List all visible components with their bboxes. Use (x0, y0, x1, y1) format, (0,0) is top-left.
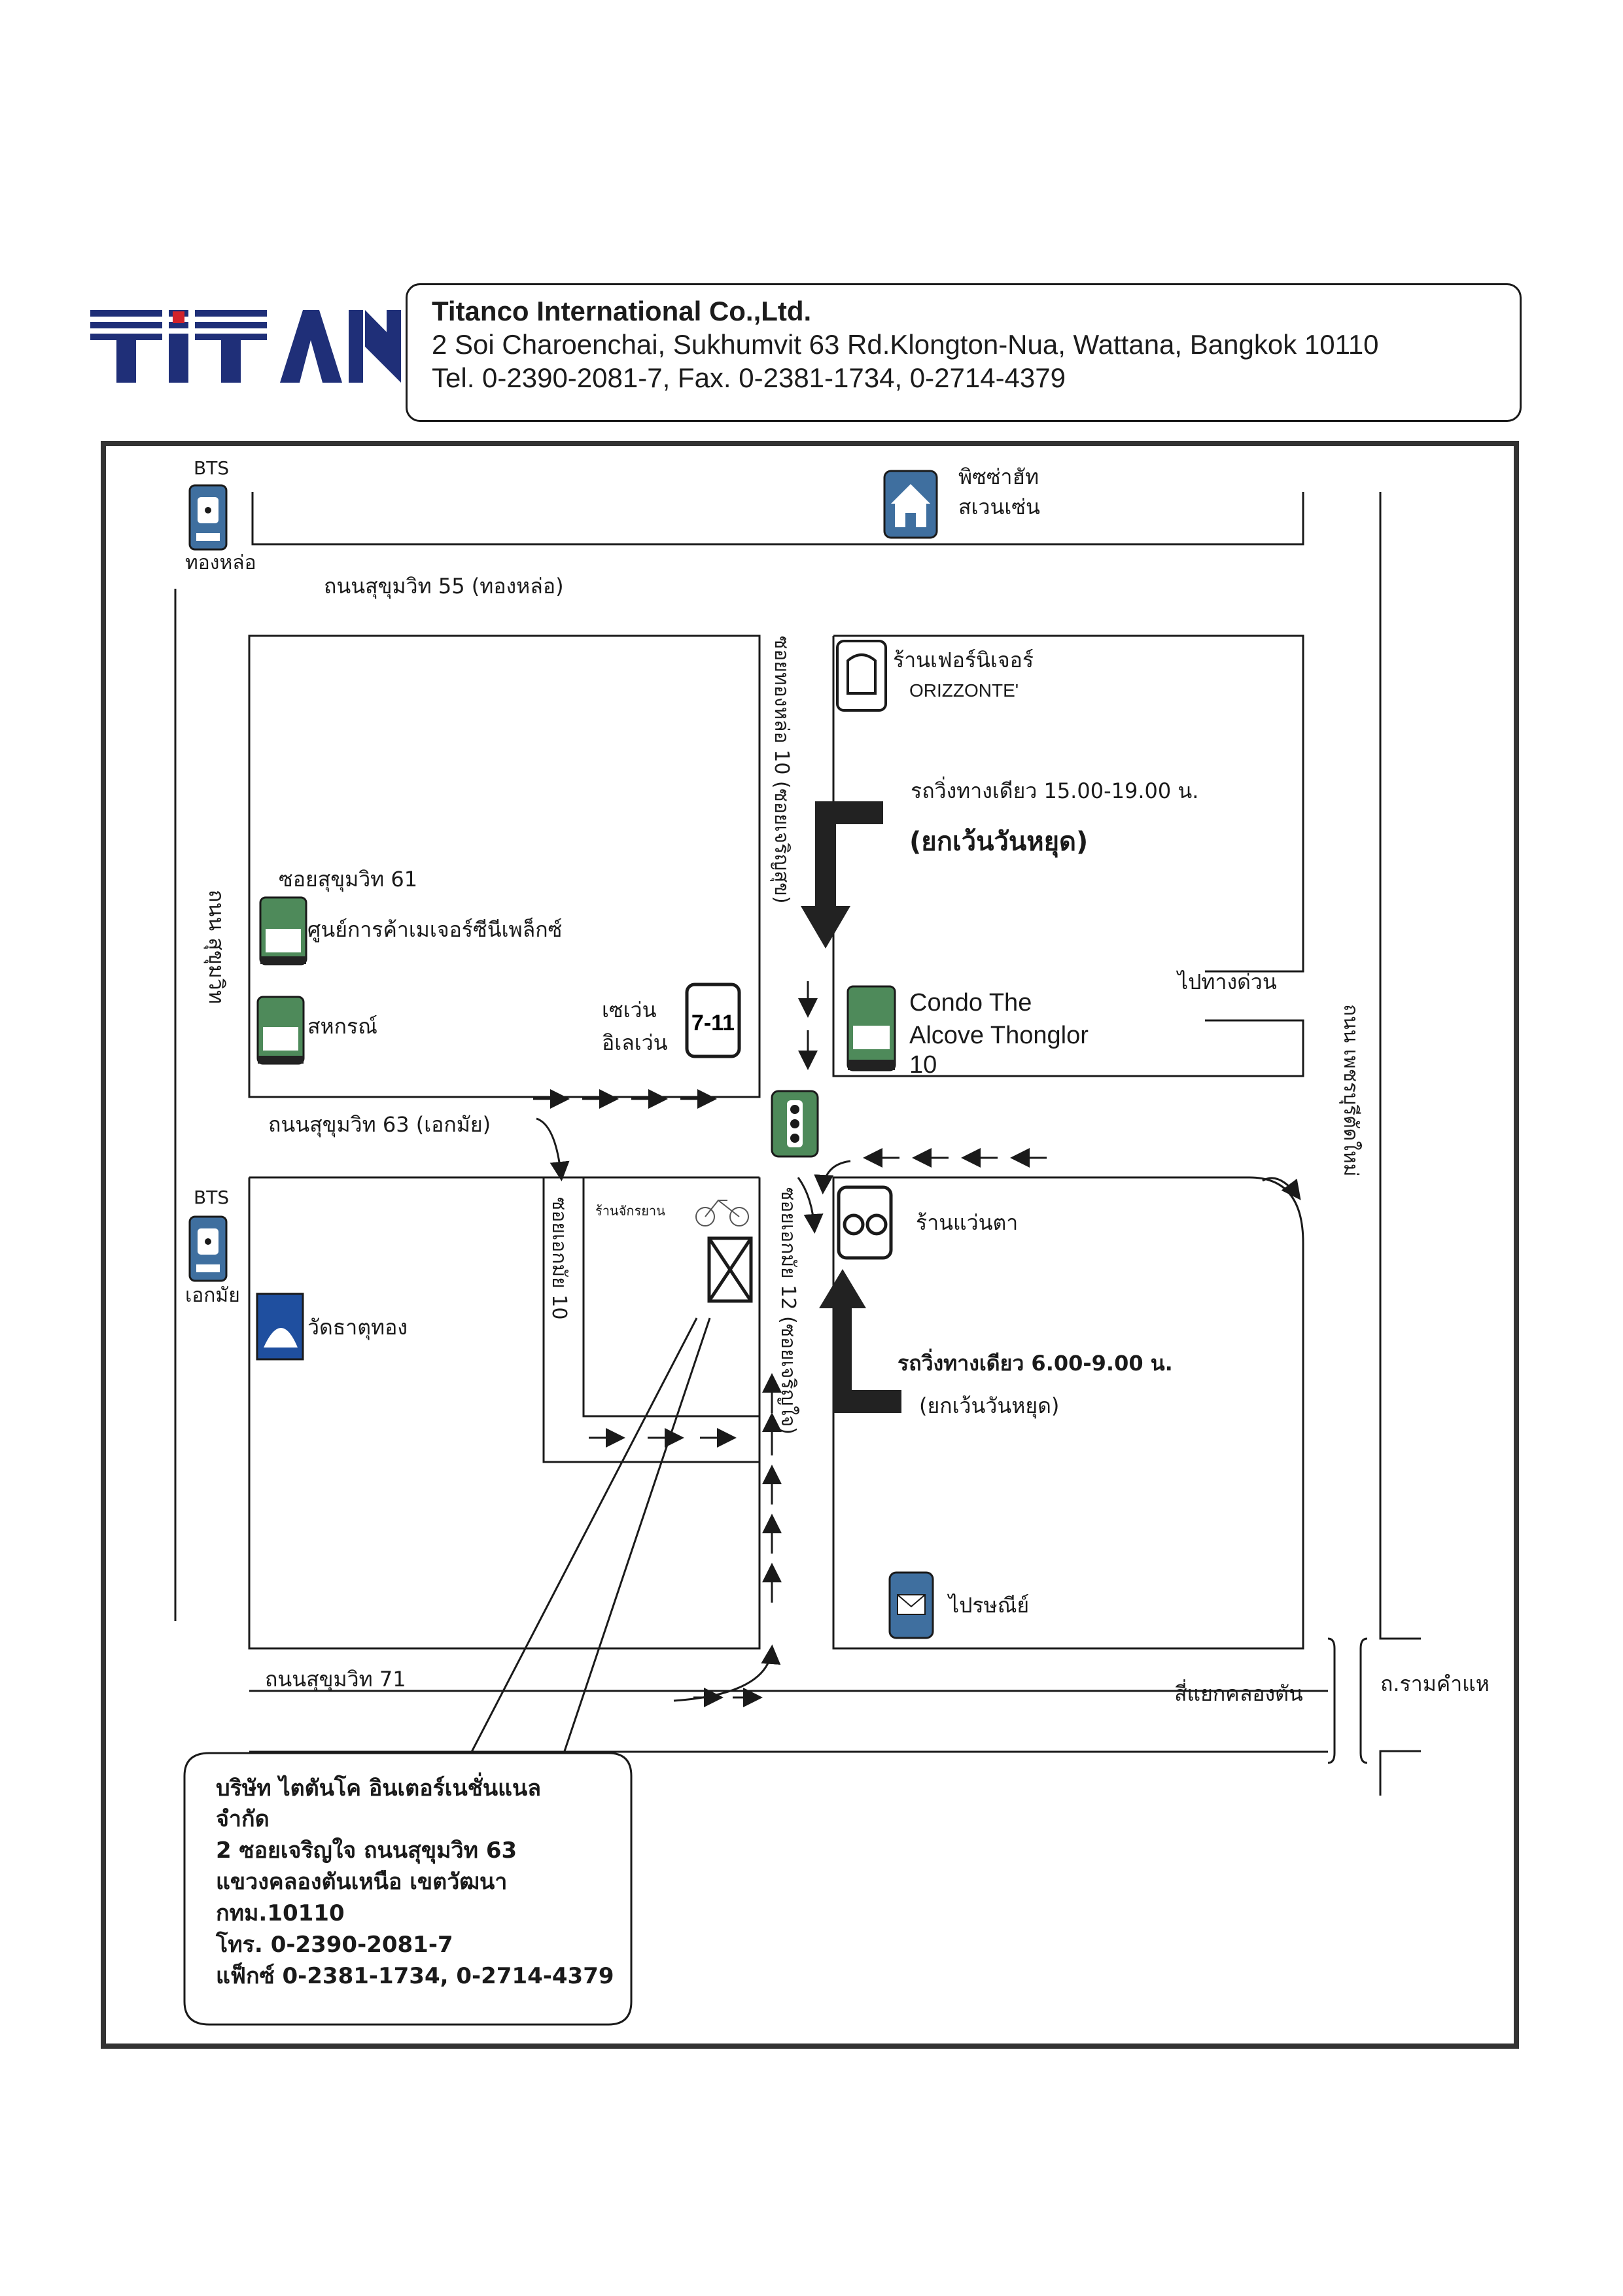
callout-pointer (470, 1317, 711, 1754)
place-label: ร้านเฟอร์นิเจอร์ (893, 648, 1034, 672)
map-label: บริษัท ไตตันโค อินเตอร์เนชั่นแนล (216, 1772, 541, 1801)
company-info-box (406, 283, 1522, 422)
place-label: ORIZZONTE' (909, 680, 1019, 701)
road-label-ekkamai10: ซอยเอกมัย 10 (548, 1197, 570, 1319)
armchair-icon (836, 640, 887, 712)
place-label: วัดธาตุทอง (307, 1315, 408, 1340)
titan-logo (90, 310, 401, 383)
place-label: ร้านแว่นตา (916, 1210, 1018, 1235)
map-label: กทม.10110 (216, 1900, 345, 1926)
road-label-sukhumvit55: ถนนสุขุมวิท 55 (ทองหล่อ) (324, 574, 564, 599)
building-marker-icon (707, 1236, 753, 1303)
bts-label: BTS (194, 457, 229, 479)
company-name: Titanco International Co.,Ltd. (432, 296, 812, 326)
place-label: ร้านจักรยาน (595, 1203, 665, 1219)
bts-station-label: ทองหล่อ (185, 551, 256, 574)
traffic-light-icon (771, 1090, 819, 1158)
place-label: อิเลเว่น (602, 1030, 668, 1055)
road-label-thonglor10: ซอยทองหล่อ 10 (ซอยเจริญสุข) (769, 636, 793, 904)
house-icon (883, 470, 938, 539)
bts-ekkamai-icon (188, 1215, 228, 1282)
place-label: Alcove Thonglor (909, 1022, 1089, 1049)
temple-icon (256, 1293, 304, 1361)
seven-eleven-icon: 7-11 (685, 983, 741, 1058)
one-way-arrow-pm (801, 801, 883, 948)
bicycle-icon (695, 1199, 749, 1226)
callout-box (183, 1752, 633, 2026)
place-label: ศูนย์การค้าเมเจอร์ซีนีเพล็กซ์ (307, 917, 562, 943)
road-label: ถ.รามคำแห (1380, 1671, 1490, 1696)
one-way-arrow-am (819, 1269, 901, 1413)
map-label: 2 ซอยเจริญใจ ถนนสุขุมวิท 63 (216, 1837, 517, 1864)
bts-thonglor-icon (188, 484, 228, 551)
map-label: โทร. 0-2390-2081-7 (215, 1931, 453, 1958)
road-label-sukhumvit63: ถนนสุขุมวิท 63 (เอกมัย) (268, 1112, 491, 1138)
road-label: สี่แยกคลองตัน (1174, 1679, 1303, 1706)
map-label: จำกัด (216, 1806, 270, 1832)
one-way-note: รถวิ่งทางเดียว 15.00-19.00 น. (911, 776, 1198, 803)
map-label: แขวงคลองตันเหนือ เขตวัฒนา (216, 1869, 507, 1895)
glasses-icon (837, 1185, 893, 1260)
place-label: พิซซ่าฮัท (958, 464, 1039, 489)
road-label-soi61: ซอยสุขุมวิท 61 (279, 867, 417, 892)
place-label: Condo The (909, 989, 1032, 1017)
place-label: เซเว่น (602, 998, 657, 1022)
one-way-note: (ยกเว้นวันหยุด) (919, 1393, 1059, 1419)
road-label-sukhumvit71: ถนนสุขุมวิท 71 (265, 1667, 406, 1692)
one-way-note: (ยกเว้นวันหยุด) (909, 827, 1088, 858)
place-label: ไปรษณีย์ (947, 1593, 1029, 1618)
place-label: สเวนเซ่น (958, 495, 1040, 519)
callout-address: บริษัท ไตตันโค อินเตอร์เนชั่นแนล จำกัด 2… (215, 1772, 614, 1989)
bts-label: BTS (194, 1187, 229, 1208)
shop-icon (256, 996, 305, 1065)
road-label: ไปทางด่วน (1176, 969, 1277, 994)
condo-icon (846, 985, 896, 1071)
place-label: 10 (909, 1051, 937, 1079)
road-label-sukhumvit: ถนน สุขุมวิท (203, 890, 229, 1004)
mail-icon (888, 1571, 934, 1639)
one-way-note: รถวิ่งทางเดียว 6.00-9.00 น. (898, 1348, 1173, 1376)
map-label: แฟ็กซ์ 0-2381-1734, 0-2714-4379 (216, 1962, 614, 1989)
place-label: สหกรณ์ (307, 1014, 377, 1039)
company-address: 2 Soi Charoenchai, Sukhumvit 63 Rd.Klong… (432, 329, 1379, 360)
road-label-ekkamai12: ซอยเอกมัย 12 (ซอยเจริญใจ) (777, 1187, 799, 1435)
traffic-flow-arrows (533, 981, 1047, 1707)
road-label-petchaburi: ถนน เพชรบุรีตัดใหม่ (1338, 1004, 1362, 1177)
shop-icon (259, 896, 307, 965)
company-contact: Tel. 0-2390-2081-7, Fax. 0-2381-1734, 0-… (432, 362, 1066, 393)
bts-station-label: เอกมัย (185, 1284, 240, 1307)
map-frame (101, 441, 1519, 2049)
map-label: 7-11 (691, 1011, 735, 1035)
